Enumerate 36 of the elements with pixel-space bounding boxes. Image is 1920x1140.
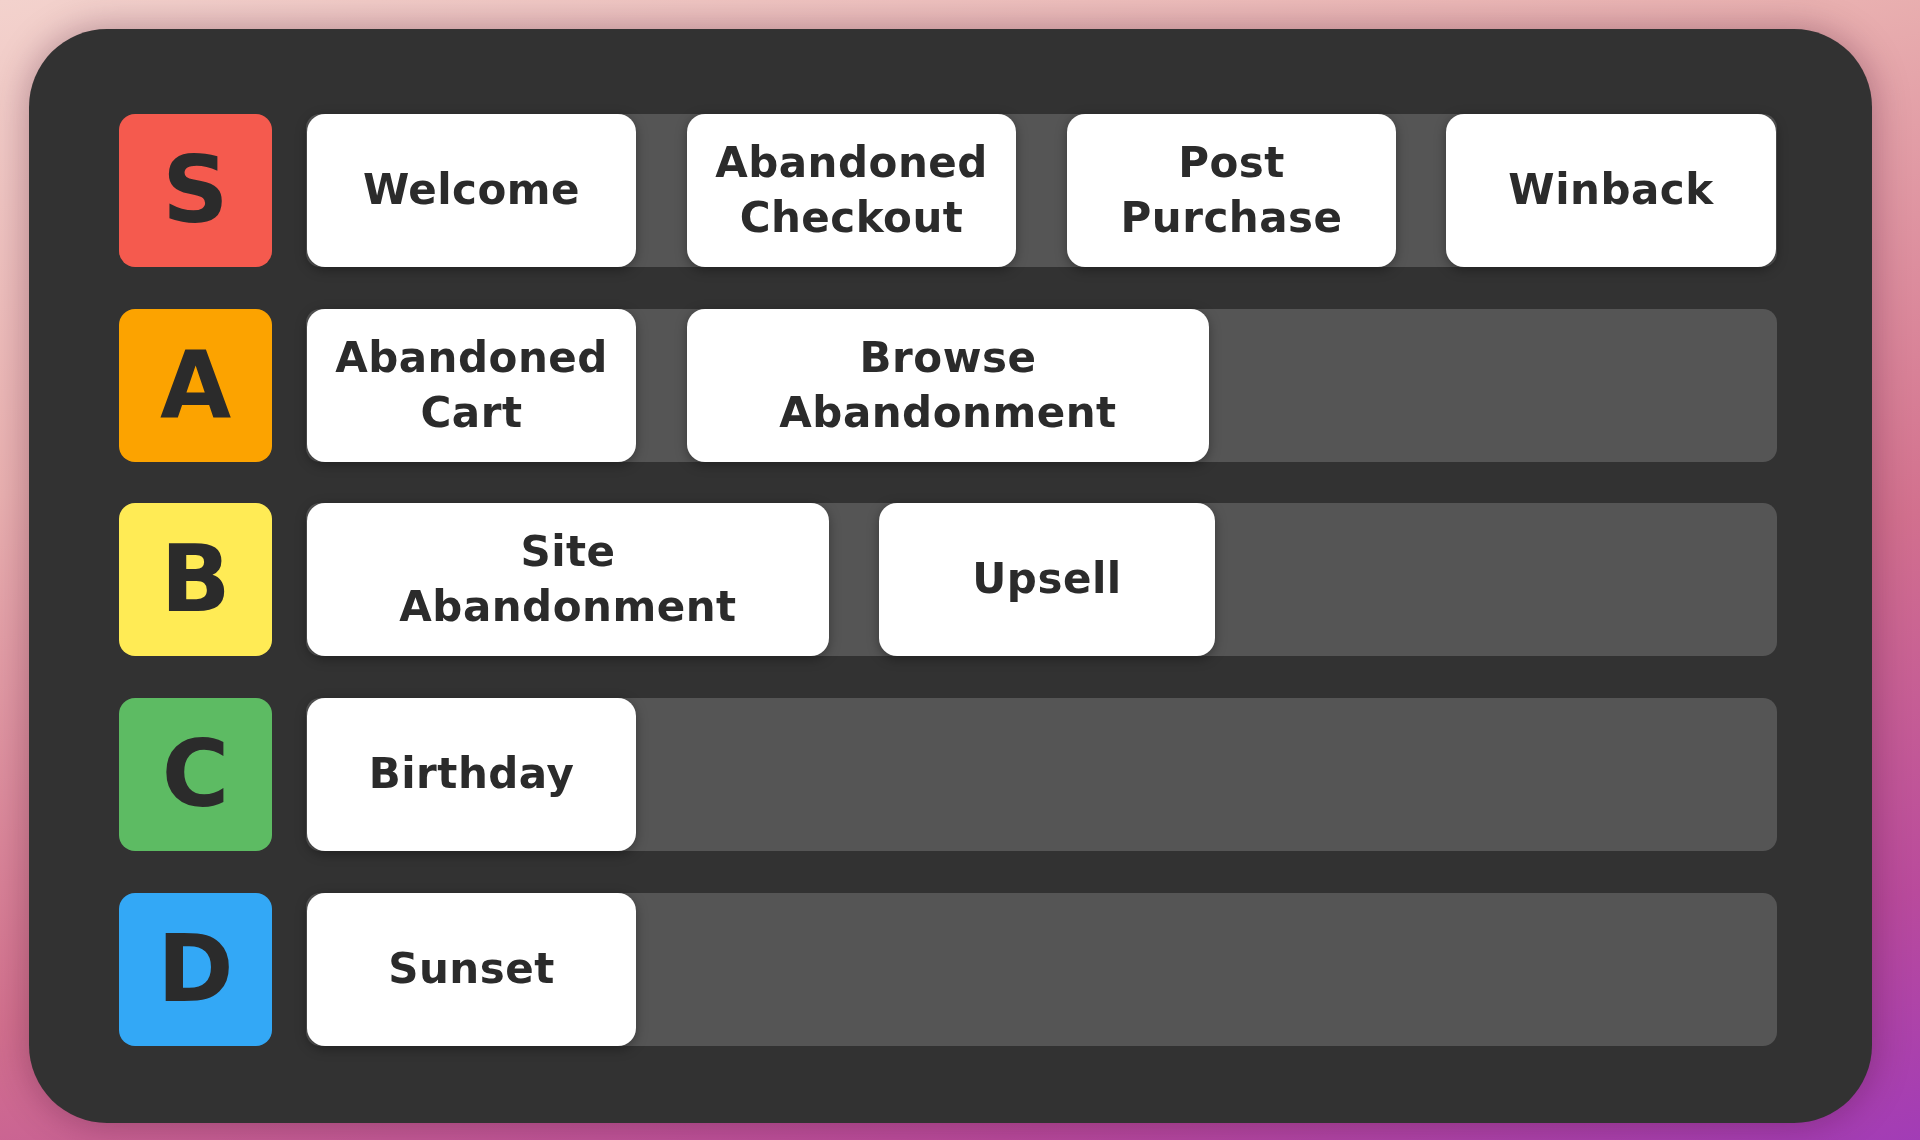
tier-label-tile [119,503,272,656]
tier-letter: A [159,339,232,432]
item-card [1446,114,1776,267]
tier-row-track [306,893,1777,1046]
tier-letter: D [157,923,234,1016]
item-name: Post Purchase [1119,136,1344,244]
tier-label-tile [119,309,272,462]
tier-letter: B [160,533,231,626]
item-name: Site Abandonment [398,525,738,633]
tier-row-track [306,309,1777,462]
item-card [879,503,1215,656]
item-name: Abandoned Checkout [714,136,989,244]
item-name: Sunset [388,943,555,996]
item-card [307,893,636,1046]
item-card [307,309,636,462]
tier-list-panel [29,29,1872,1123]
tier-row-track [306,503,1777,656]
tier-label-tile [119,698,272,851]
tier-letter: C [161,728,230,821]
tier-row-track [306,698,1777,851]
tier-label-tile [119,114,272,267]
item-card [687,309,1209,462]
tier-label-tile [119,893,272,1046]
item-card [307,698,636,851]
item-card [307,503,829,656]
item-name: Birthday [368,748,575,801]
item-name: Winback [1508,164,1714,217]
item-card [307,114,636,267]
item-card [1067,114,1396,267]
tier-row-track [306,114,1777,267]
item-name: Abandoned Cart [334,331,609,439]
item-card [687,114,1016,267]
item-name: Browse Abandonment [778,331,1118,439]
item-name: Upsell [972,553,1122,606]
tier-letter: S [162,144,229,237]
item-name: Welcome [362,164,581,217]
